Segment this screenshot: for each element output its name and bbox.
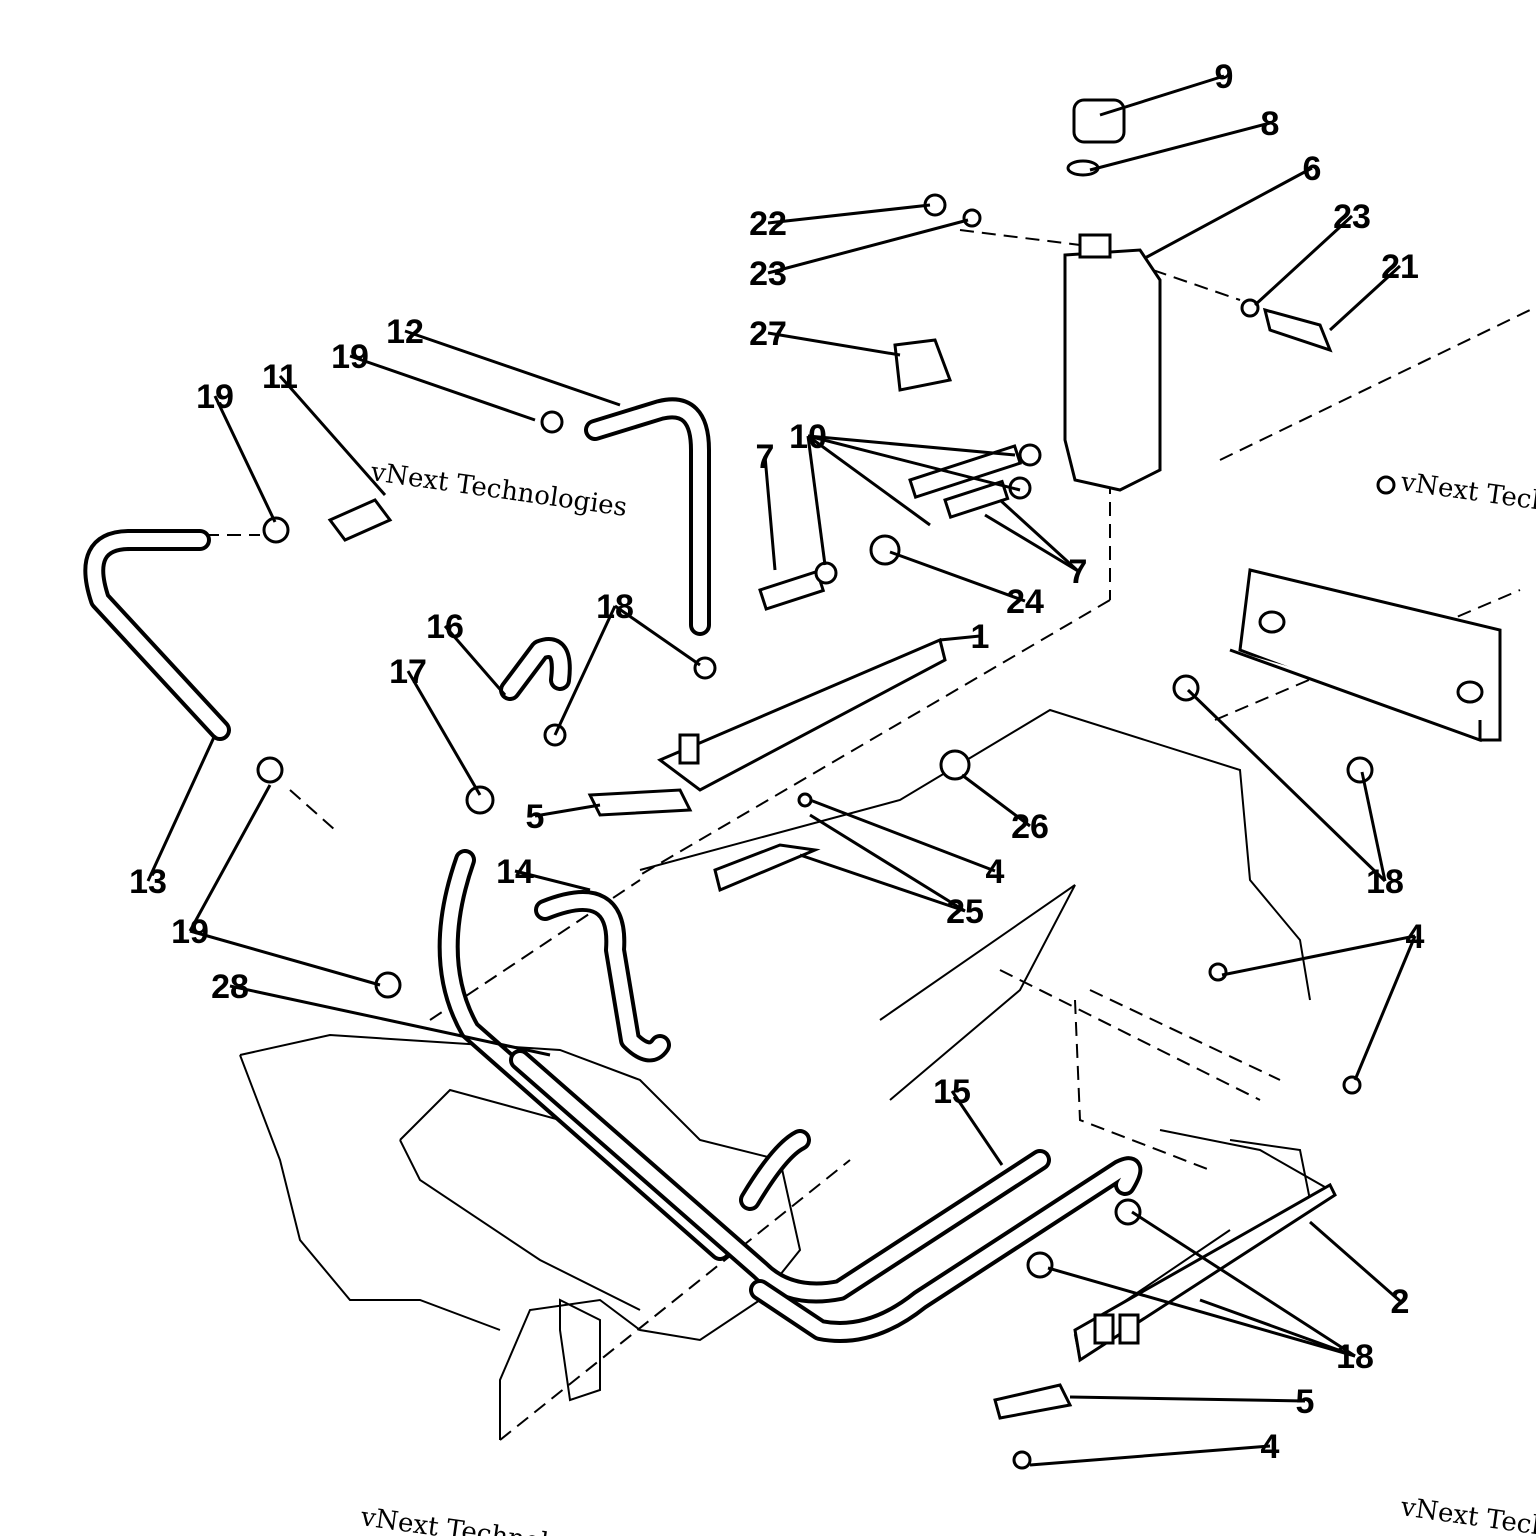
leader-line [349,354,536,422]
callout-18: 18 [596,588,634,626]
callout-27: 27 [749,315,787,353]
leader-line [763,455,777,571]
callout-24: 24 [1006,583,1044,621]
leader-line [984,513,1079,573]
leader-line [278,375,387,496]
leader-line [767,218,969,275]
callout-4: 4 [986,853,1005,891]
leader-line [939,634,981,642]
callout-12: 12 [386,313,424,351]
leader-line [213,395,277,523]
leader-line [1131,1210,1356,1358]
leader-line [889,550,1026,603]
callout-5: 5 [526,798,545,836]
callout-17: 17 [389,653,427,691]
lower-bracket [1073,1182,1337,1363]
leader-line [443,625,507,696]
leader-line [229,984,551,1057]
leader-line [1029,1444,1271,1467]
callout-19: 19 [196,378,234,416]
callout-6: 6 [1303,150,1322,188]
callout-23: 23 [1333,198,1371,236]
leader-line [806,435,827,566]
callout-25: 25 [946,893,984,931]
leader-line [146,734,217,882]
leader-line [807,434,1021,492]
leader-line [1186,688,1387,883]
clamps-fasteners [256,410,1396,1470]
leader-line [1069,1395,1306,1403]
leader-lines [146,74,1417,1467]
leader-line [188,784,272,932]
leader-line [1353,935,1417,1081]
callout-14: 14 [496,853,534,891]
leader-line [406,670,482,796]
leader-line [1099,74,1225,117]
watermark-text: vNext Technologies [358,1502,619,1536]
callout-5: 5 [1296,1383,1315,1421]
leader-line [1047,1266,1356,1358]
hoses [83,397,1143,1343]
leader-line [1253,214,1354,307]
leader-line [1221,934,1416,977]
leader-line [767,203,931,225]
leader-line [807,434,1016,457]
leader-line [1089,121,1271,172]
callout-23: 23 [749,255,787,293]
callout-19: 19 [171,913,209,951]
support-rail [657,637,947,792]
callout-4: 4 [1261,1428,1280,1466]
callout-2: 2 [1391,1283,1410,1321]
leader-line [809,798,996,873]
callout-26: 26 [1011,808,1049,846]
leader-line [1328,264,1402,332]
leader-line [404,329,621,407]
leader-line [553,605,617,736]
callout-11: 11 [262,358,298,396]
leader-line [189,929,381,987]
leader-line [950,1090,1004,1166]
leader-line [961,773,1031,828]
callout-18: 18 [1336,1338,1374,1376]
callout-16: 16 [426,608,464,646]
leader-line [614,604,701,667]
leader-line [1309,1220,1401,1303]
leader-line [514,869,591,892]
leader-line [998,498,1080,573]
callout-18: 18 [1366,863,1404,901]
callout-15: 15 [933,1073,971,1111]
leader-line [807,434,931,527]
callout-28: 28 [211,968,249,1006]
callout-22: 22 [749,205,787,243]
callout-9: 9 [1215,58,1234,96]
callout-4: 4 [1406,918,1425,956]
callout-7: 7 [1069,553,1088,591]
leader-line [1144,166,1313,260]
leader-line [534,803,601,818]
callout-1: 1 [971,618,990,656]
leader-line [809,813,966,913]
watermark-text: vNext Technologies [1398,467,1536,533]
expansion-tank [758,98,1333,611]
callout-19: 19 [331,338,369,376]
chassis-frame [205,229,1531,1441]
watermark-text: vNext Technologies [1398,1492,1536,1536]
leader-line [799,853,966,913]
callout-8: 8 [1261,105,1280,143]
watermark-text: vNext Technologies [368,457,629,523]
mounting-bracket [1229,568,1502,743]
callout-21: 21 [1381,248,1419,286]
callout-10: 10 [789,418,827,456]
leader-line [767,331,901,357]
callout-13: 13 [129,863,167,901]
leader-line [1199,1298,1356,1358]
callout-7: 7 [756,438,775,476]
leader-line [1360,771,1387,882]
